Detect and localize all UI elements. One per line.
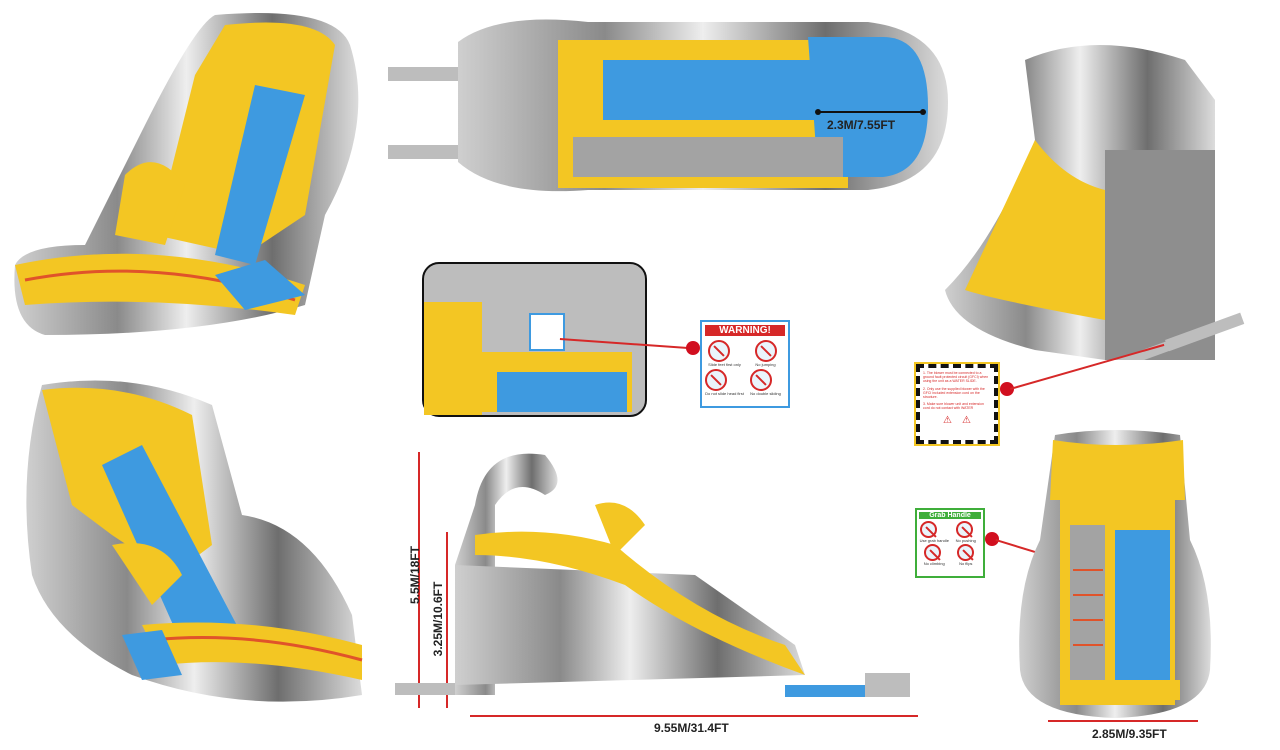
dimension-width-top: 2.3M/7.55FT	[827, 118, 896, 132]
warning-sign: WARNING! Slide feet first only No jumpin…	[700, 320, 790, 408]
dimension-width-front: 2.85M/9.35FT	[1092, 727, 1167, 741]
grab-handle-sign-title: Grab Handle	[919, 512, 981, 519]
dimension-line-length	[470, 715, 918, 717]
grab-callout-dot	[985, 532, 999, 546]
no-head-first-icon	[705, 369, 728, 391]
blower-sign-line-2: 2. Only use the supplied blower with the…	[923, 386, 985, 399]
dimension-length: 9.55M/31.4FT	[654, 721, 729, 735]
slide-render-side-view	[395, 453, 910, 697]
slide-render-front-right	[26, 380, 363, 702]
no-head-first-icon	[708, 340, 731, 362]
no-climbing-icon	[923, 544, 941, 561]
detail-inset-warning-location	[422, 262, 647, 417]
warning-sign-title: WARNING!	[705, 325, 785, 336]
no-pushing-icon	[955, 521, 973, 538]
blower-callout-dot	[1000, 382, 1014, 396]
blower-sign: 1. The blower must be connected to a gro…	[914, 362, 1000, 446]
dimension-line-total-height	[418, 452, 420, 708]
blower-sign-line-1: 1. The blower must be connected to a gro…	[923, 371, 989, 384]
no-flips-icon	[957, 544, 975, 561]
slide-render-back-right	[945, 45, 1245, 360]
slide-render-front-left	[14, 13, 359, 335]
slide-render-top-view	[388, 19, 948, 192]
dimension-line-front-width	[1048, 720, 1198, 722]
electric-warning-icon: ⚠	[943, 414, 952, 426]
warning-callout-dot	[686, 341, 700, 355]
grab-handle-sign: Grab Handle Use grab handle No pushing N…	[915, 508, 985, 578]
no-double-sliding-icon	[750, 369, 773, 391]
water-warning-icon: ⚠	[962, 414, 971, 426]
grab-handle-icon	[919, 521, 937, 538]
slide-render-front-view	[1019, 430, 1211, 718]
no-jumping-icon	[754, 340, 777, 362]
blower-sign-line-3: 3. Make sure blower unit and extension c…	[923, 402, 984, 411]
dimension-line-platform-height	[446, 532, 448, 708]
